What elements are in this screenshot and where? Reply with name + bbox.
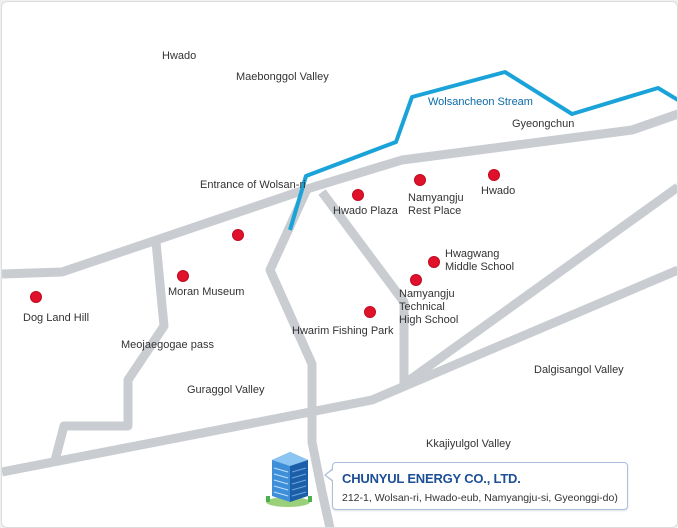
place-label-meojaegogae: Meojaegogae pass <box>121 339 214 351</box>
place-label-entrance-wolsan: Entrance of Wolsan-ri <box>200 179 306 191</box>
marker-hwagwang[interactable] <box>428 256 440 268</box>
marker-namyangju-tech[interactable] <box>410 274 422 286</box>
marker-label-hwado-east: Hwado <box>481 185 516 197</box>
office-building-icon <box>266 452 312 507</box>
road-diagonal <box>318 189 409 384</box>
info-box-pointer-inner <box>326 469 334 481</box>
marker-namyangju-rest[interactable] <box>414 174 426 186</box>
marker-hwado-east[interactable] <box>488 169 500 181</box>
marker-hwado-plaza[interactable] <box>352 189 364 201</box>
marker-hwarim[interactable] <box>364 306 376 318</box>
marker-unlabeled[interactable] <box>232 229 244 241</box>
road-northeast <box>630 109 677 135</box>
road-east <box>401 183 677 388</box>
marker-label-hwarim: Hwarim Fishing Park <box>292 325 394 337</box>
marker-label-moran-museum: Moran Museum <box>168 286 245 298</box>
place-label-hwado-north: Hwado <box>162 50 197 62</box>
marker-moran-museum[interactable] <box>177 270 189 282</box>
company-name: CHUNYUL ENERGY CO., LTD. <box>342 471 521 486</box>
place-label-dalgisangol: Dalgisangol Valley <box>534 364 624 376</box>
place-label-guraggol: Guraggol Valley <box>187 384 265 396</box>
place-label-wolsancheon: Wolsancheon Stream <box>428 96 533 108</box>
road-lower-main <box>2 265 677 477</box>
company-info-box: CHUNYUL ENERGY CO., LTD. 212-1, Wolsan-r… <box>332 462 628 510</box>
place-label-maebonggol: Maebonggol Valley <box>236 71 329 83</box>
marker-label-namyangju-tech: Namyangju Technical High School <box>399 288 459 326</box>
marker-label-namyangju-rest: Namyangju Rest Place <box>408 192 464 217</box>
company-address: 212-1, Wolsan-ri, Hwado-eub, Namyangju-s… <box>342 492 618 504</box>
marker-label-dog-land-hill: Dog Land Hill <box>23 312 90 324</box>
marker-dog-land-hill[interactable] <box>30 291 42 303</box>
marker-label-hwado-plaza: Hwado Plaza <box>333 205 398 217</box>
road-central <box>265 187 335 527</box>
road-west-branch <box>49 241 169 466</box>
marker-label-hwagwang: Hwagwang Middle School <box>445 248 515 273</box>
road-upper-main <box>2 109 677 279</box>
place-label-gyeongchun: Gyeongchun <box>512 118 575 130</box>
place-label-kkajiyulgol: Kkajiyulgol Valley <box>426 438 511 450</box>
wolsancheon-stream <box>288 70 677 231</box>
